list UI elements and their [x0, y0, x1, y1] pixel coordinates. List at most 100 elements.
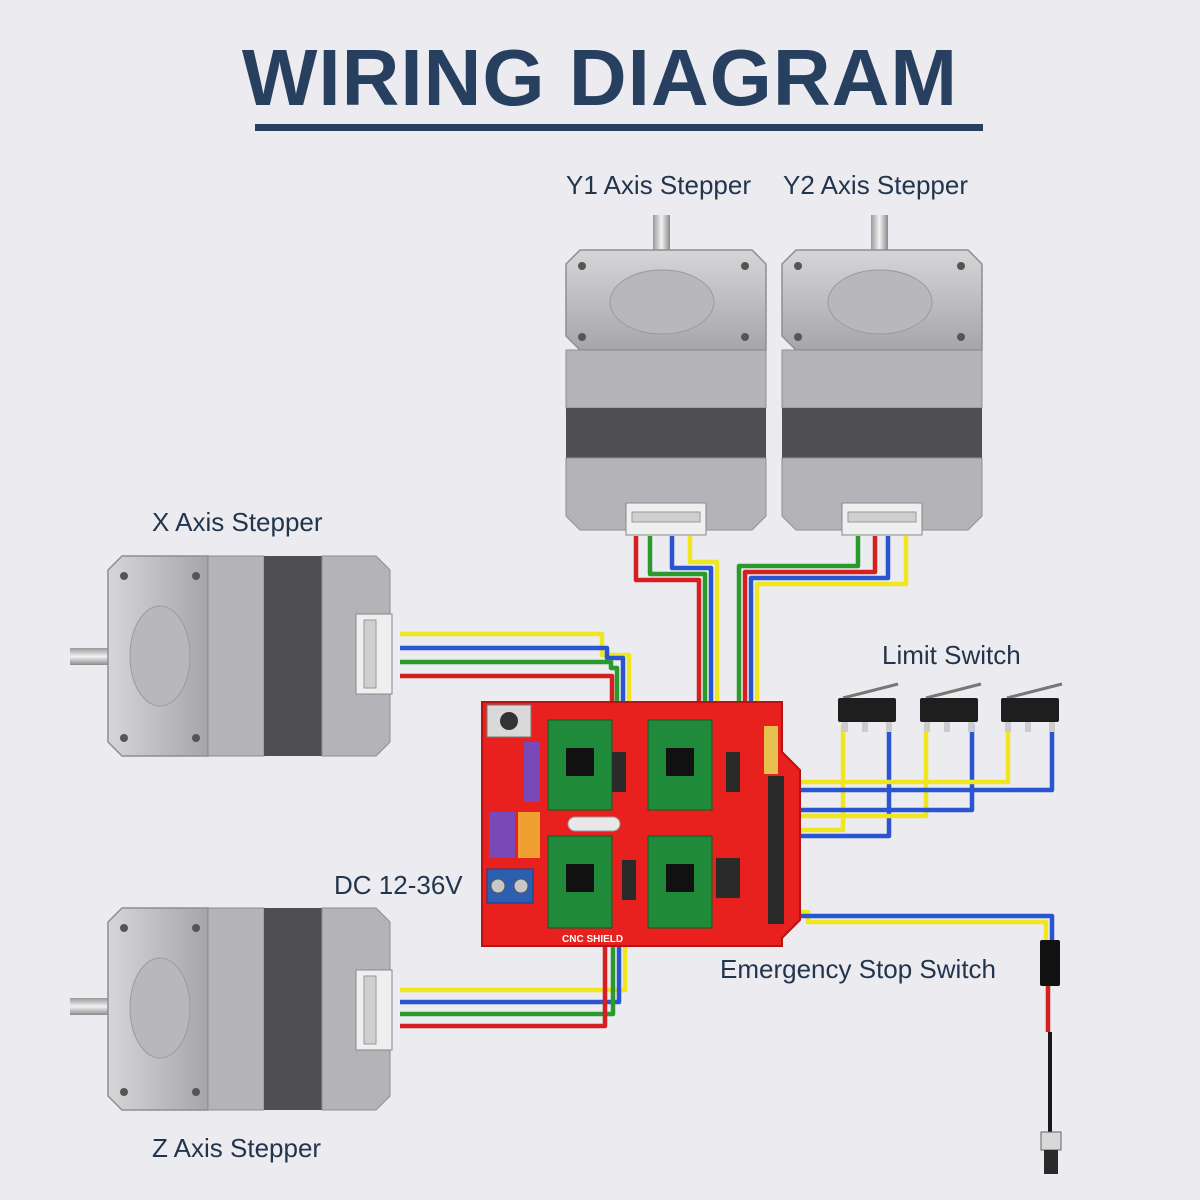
motor-body-upper: [207, 555, 265, 757]
mount-hole: [192, 734, 200, 742]
label-y1-axis-stepper: Y1 Axis Stepper: [566, 170, 751, 200]
wire-y2-yellow: [754, 536, 909, 770]
switch-lever: [925, 682, 982, 700]
connector-pins: [631, 511, 701, 523]
mount-hole: [957, 333, 965, 341]
switch-body: [838, 698, 896, 722]
x-axis-stepper-motor: [70, 555, 393, 757]
limit-switch-2: [920, 682, 982, 732]
driver-chip: [566, 748, 594, 776]
motor-body-upper: [565, 349, 767, 409]
driver-chip: [666, 864, 694, 892]
mount-hole: [741, 262, 749, 270]
wire-estop-blue: [786, 913, 1055, 944]
motor-body-upper: [781, 349, 983, 409]
wire-limit3-blue: [786, 724, 1055, 793]
y1-axis-stepper-motor: [565, 215, 767, 536]
emergency-stop-switch: [1040, 940, 1062, 1174]
motor-body-core: [264, 908, 322, 1110]
limit-switch-3: [1001, 682, 1063, 732]
label-limit-switch: Limit Switch: [882, 640, 1021, 670]
wire-y2-blue: [748, 536, 891, 770]
motor-boss: [129, 957, 191, 1059]
power-terminal: [486, 868, 534, 904]
wire-limit3-yellow: [786, 724, 1011, 785]
driver-chip: [666, 748, 694, 776]
terminal-screw: [490, 878, 506, 894]
board-silkscreen: CNC SHIELD: [562, 934, 623, 945]
switch-lever: [842, 682, 899, 700]
z-axis-stepper-motor: [70, 907, 393, 1111]
mount-hole: [120, 572, 128, 580]
switch-pin: [944, 722, 950, 732]
limit-switch-1: [838, 682, 899, 732]
label-x-axis-stepper: X Axis Stepper: [152, 507, 323, 537]
left-header-pins: [489, 742, 621, 858]
reset-button-cap: [500, 712, 518, 730]
reset-button: [486, 704, 532, 738]
endstop-header: [768, 776, 784, 924]
header-orange: [518, 812, 540, 858]
switch-pin: [1049, 722, 1055, 732]
switch-pin: [924, 722, 930, 732]
estop-button-body: [1044, 1150, 1058, 1174]
switch-pin: [862, 722, 868, 732]
switch-body: [1001, 698, 1059, 722]
label-z-axis-stepper: Z Axis Stepper: [152, 1133, 322, 1163]
switch-pin: [886, 722, 892, 732]
driver-y: [647, 719, 740, 811]
mount-hole: [120, 734, 128, 742]
motor-body-lower: [781, 457, 983, 531]
label-emergency-stop-switch: Emergency Stop Switch: [720, 954, 997, 984]
mount-hole: [120, 1088, 128, 1096]
title-underline: [255, 124, 983, 131]
label-dc-power: DC 12-36V: [334, 870, 463, 900]
wire-y2-green: [736, 536, 861, 770]
motor-body-core: [782, 408, 982, 458]
wire-limit2-yellow: [786, 724, 929, 819]
switch-pin: [842, 722, 848, 732]
driver-a: [647, 835, 740, 929]
switch-lever: [1006, 682, 1063, 700]
fuse: [567, 816, 621, 832]
wire-x-blue: [400, 645, 626, 762]
mount-hole: [794, 262, 802, 270]
mount-hole: [794, 333, 802, 341]
wire-x-green: [400, 659, 620, 762]
wire-limit2-blue: [786, 724, 975, 813]
cnc-shield-board: CNC SHIELD: [481, 701, 801, 947]
terminal-screw: [513, 878, 529, 894]
mount-hole: [192, 572, 200, 580]
driver-header: [622, 860, 636, 900]
motor-boss: [827, 269, 933, 335]
motor-body-lower: [565, 457, 767, 531]
connector-pins: [363, 619, 377, 689]
limit-switches: [838, 682, 1063, 732]
motor-boss: [609, 269, 715, 335]
estop-button-cap: [1040, 1131, 1062, 1151]
header-top-right: [764, 726, 778, 774]
header-purple: [524, 742, 540, 802]
mount-hole: [578, 262, 586, 270]
driver-z: [547, 835, 636, 929]
page-title: WIRING DIAGRAM: [241, 33, 959, 122]
switch-pin: [1005, 722, 1011, 732]
driver-header: [716, 858, 740, 898]
wire-y2-red: [742, 536, 878, 770]
driver-header: [726, 752, 740, 792]
mount-hole: [578, 333, 586, 341]
mount-hole: [741, 333, 749, 341]
label-y2-axis-stepper: Y2 Axis Stepper: [783, 170, 968, 200]
mount-hole: [957, 262, 965, 270]
wire-limit1-yellow: [786, 724, 846, 833]
driver-x: [547, 719, 626, 811]
header-purple-small: [489, 812, 515, 858]
connector-pins: [847, 511, 917, 523]
wire-x-yellow: [400, 631, 632, 762]
switch-pin: [968, 722, 974, 732]
connector-pins: [363, 975, 377, 1045]
estop-connector: [1040, 940, 1060, 986]
mount-hole: [192, 924, 200, 932]
motor-body-core: [264, 556, 322, 756]
